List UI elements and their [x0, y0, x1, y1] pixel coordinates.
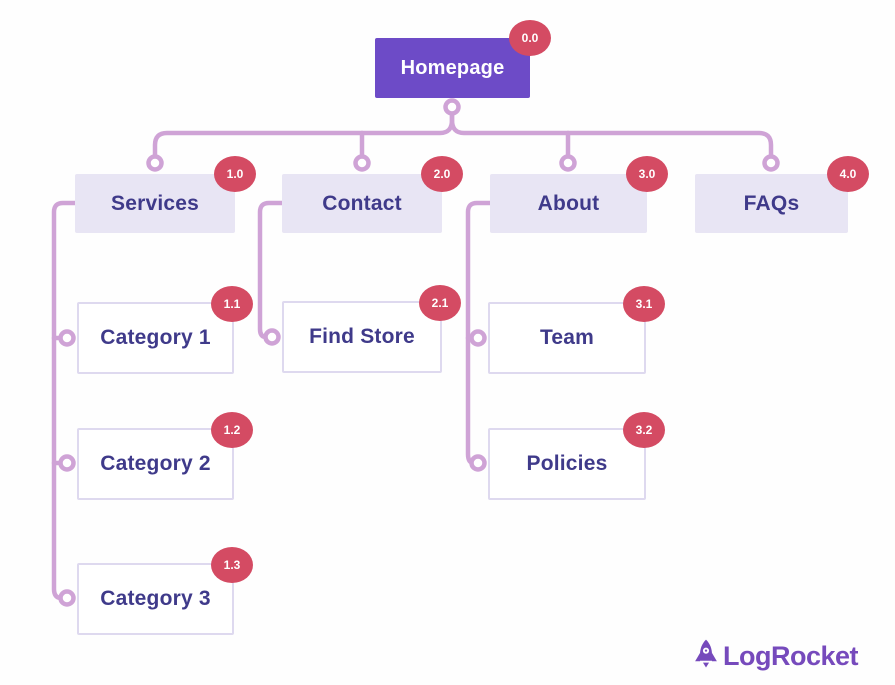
node-label: Category 1	[100, 326, 211, 349]
connector-line	[51, 200, 80, 601]
node-label: About	[537, 191, 600, 215]
node-category-2: Category 2 1.2	[77, 412, 253, 500]
node-policies: Policies 3.2	[488, 412, 665, 500]
node-label: Team	[539, 326, 595, 349]
node-services: Services 1.0	[75, 156, 256, 233]
connector-line	[257, 200, 285, 340]
node-faqs: FAQs 4.0	[695, 156, 869, 233]
node-label: Homepage	[400, 56, 505, 79]
connector-dot	[762, 154, 780, 172]
connector-dot	[353, 154, 371, 172]
connector-dot	[58, 329, 76, 347]
node-badge: 1.3	[211, 547, 253, 583]
node-label: FAQs	[743, 191, 800, 215]
node-badge: 2.1	[419, 285, 461, 321]
node-badge: 4.0	[827, 156, 869, 192]
connector-line	[152, 112, 455, 158]
node-about: About 3.0	[490, 156, 668, 233]
node-label: Find Store	[309, 325, 415, 348]
connector-dot	[58, 454, 76, 472]
node-badge: 2.0	[421, 156, 463, 192]
node-badge: 1.2	[211, 412, 253, 448]
connector-line	[449, 112, 774, 158]
connector-dot	[146, 154, 164, 172]
logo-text: LogRocket	[723, 640, 859, 671]
node-label: Policies	[526, 452, 608, 475]
logrocket-logo: LogRocket	[692, 639, 859, 673]
node-contact: Contact 2.0	[282, 156, 463, 233]
connector-dot	[263, 328, 281, 346]
node-category-3: Category 3 1.3	[77, 547, 253, 635]
node-homepage: Homepage 0.0	[375, 20, 551, 98]
node-badge: 3.1	[623, 286, 665, 322]
rocket-icon	[692, 639, 720, 673]
node-badge: 0.0	[509, 20, 551, 56]
node-badge: 1.0	[214, 156, 256, 192]
node-find-store: Find Store 2.1	[282, 285, 461, 373]
node-badge: 3.2	[623, 412, 665, 448]
node-label: Category 3	[100, 587, 211, 610]
connector-dot	[443, 98, 461, 116]
node-label: Contact	[322, 191, 402, 215]
node-badge: 1.1	[211, 286, 253, 322]
node-label: Services	[110, 191, 199, 215]
node-category-1: Category 1 1.1	[77, 286, 253, 374]
connector-dot	[58, 589, 76, 607]
node-badge: 3.0	[626, 156, 668, 192]
connector-dot	[469, 454, 487, 472]
connector-dot	[559, 154, 577, 172]
node-label: Category 2	[100, 452, 211, 475]
node-team: Team 3.1	[488, 286, 665, 374]
connector-dot	[469, 329, 487, 347]
